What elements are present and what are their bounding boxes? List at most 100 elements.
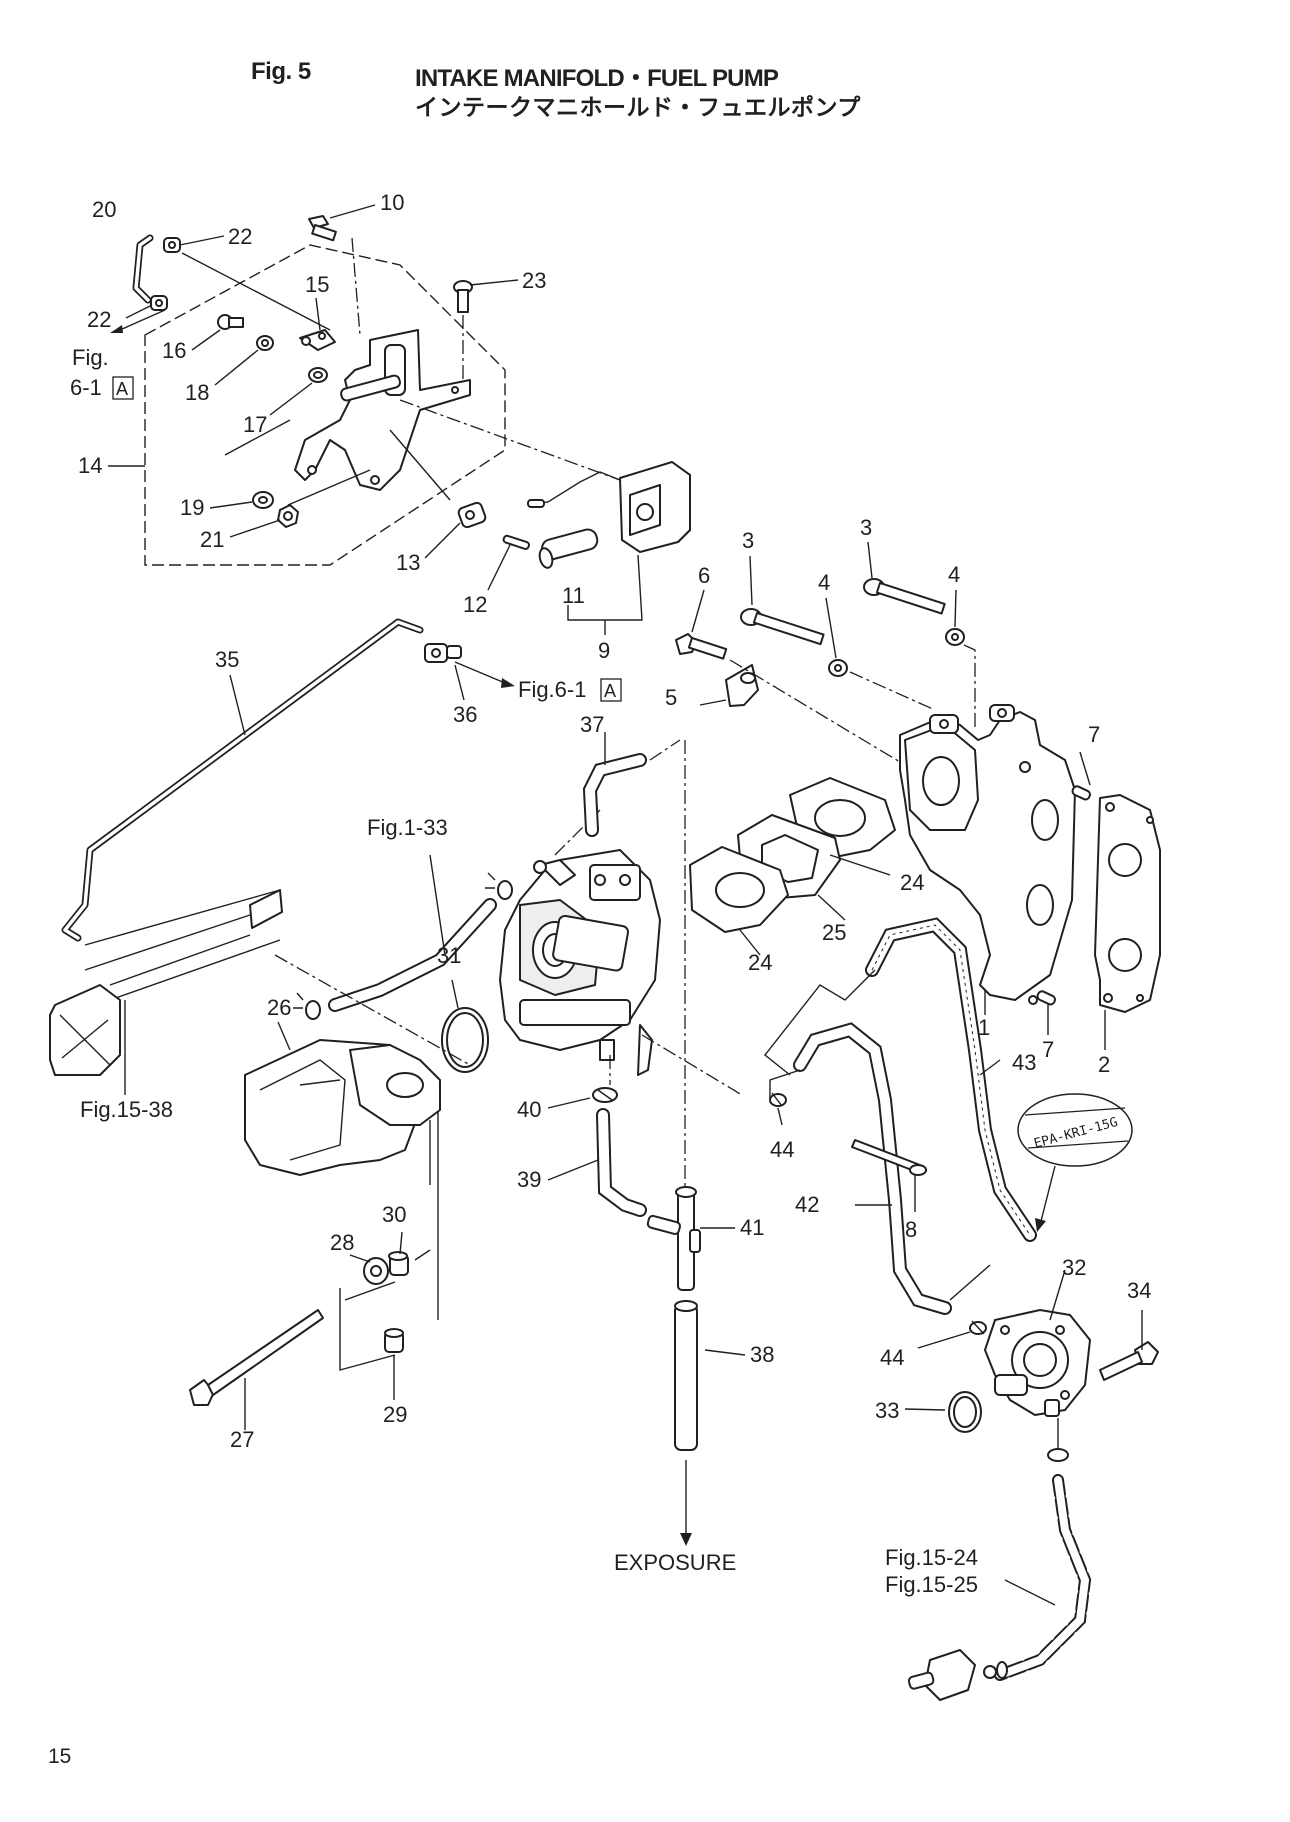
ref-fig-6-1-mid: Fig.6-1 [518,677,586,702]
gasket-2 [1094,794,1161,1013]
bolt-11 [308,215,337,242]
callout-2: 2 [1098,1052,1110,1077]
callout-44-upper: 44 [770,1137,794,1162]
dowel-pin-7-upper [1071,785,1091,801]
callout-19: 19 [180,495,204,520]
callout-28: 28 [330,1230,354,1255]
pin-12 [502,534,530,550]
collar-30 [388,1251,409,1276]
ref-fig-6-1-mid-box: A [604,681,616,701]
subassembly-14-boundary [144,244,506,566]
callout-21: 20 [92,197,116,222]
figure-references: Fig. 6-1 A Fig.6-1 A Fig.1-33 Fig.15-38 … [70,345,978,1597]
carburetor [499,849,661,1076]
bolt-6 [675,633,728,660]
grommet-28 [363,1257,389,1285]
lever-15 [299,329,336,351]
fuel-connector [907,1649,1008,1701]
callout-6: 6 [698,563,710,588]
fig-15-38-linkage [49,889,283,1076]
callout-35: 38 [750,1342,774,1367]
callout-38: 41 [740,1215,764,1240]
callout-13: 13 [396,550,420,575]
page-number: 15 [48,1745,72,1768]
callout-42: 42 [795,1192,819,1217]
clamp-5 [725,664,759,707]
o-ring-40 [948,1391,982,1433]
callout-31: 31 [437,943,461,968]
callout-34: 37 [580,712,604,737]
ref-fig-6-1-upper-line1: Fig. [72,345,109,370]
callout-5: 5 [665,685,677,710]
plunger-10 [538,528,599,569]
clamp-44-lower [969,1320,987,1335]
bracket-plate [294,329,471,491]
ref-exposure: EXPOSURE [614,1550,736,1575]
callout-27: 27 [230,1427,254,1452]
callout-4-right: 4 [948,562,960,587]
rod-32 [61,618,424,942]
fuel-hose-42 [793,1022,952,1315]
ref-fig-1-33: Fig.1-33 [367,815,448,840]
callout-20: 21 [200,527,224,552]
callout-30: 30 [382,1202,406,1227]
washer-19 [252,491,274,509]
clamp-37 [592,1087,618,1103]
gasket-24-lower [689,846,789,933]
nut-20 [277,504,299,528]
callout-3-right: 3 [860,515,872,540]
bolt-3-left [740,608,825,646]
ball-joint-33 [424,643,462,663]
callout-32: 35 [215,647,239,672]
callout-40: 33 [875,1398,899,1423]
tee-fitting-38 [646,1186,701,1291]
clip-22-upper [163,237,181,253]
callout-17: 17 [243,412,267,437]
callout-9: 9 [598,638,610,663]
ref-fig-15-25: Fig.15-25 [885,1572,978,1597]
callout-36: 39 [517,1167,541,1192]
clamp-outlet [1047,1448,1069,1462]
intake-silencer-26 [244,1039,441,1176]
collar-29 [384,1328,404,1353]
callout-1: 1 [978,1015,990,1040]
callout-37: 40 [517,1097,541,1122]
bolt-3-right [863,578,946,615]
callout-16: 16 [162,338,186,363]
callout-11: 10 [380,190,404,215]
bolt-27 [189,1309,324,1406]
ref-fig-6-1-upper-line2: 6-1 [70,375,102,400]
callout-26: 26 [267,995,291,1020]
figure-number: Fig. 5 [251,58,311,85]
callout-22-upper: 22 [228,224,252,249]
callout-14: 14 [78,453,102,478]
ref-fig-6-1-upper-box: A [116,379,128,399]
intake-manifold-1 [899,704,1076,1005]
title-english: INTAKE MANIFOLD・FUEL PUMP [415,65,779,92]
callout-33: 36 [453,702,477,727]
fuel-pump-39 [984,1309,1091,1417]
clamp-44-upper [769,1092,787,1107]
washer-18 [256,335,274,351]
callout-29: 29 [383,1402,407,1427]
ref-fig-15-24: Fig.15-24 [885,1545,978,1570]
callout-23: 23 [522,268,546,293]
callout-24-upper: 24 [900,870,924,895]
bolt-41 [1099,1341,1159,1381]
washer-4-right [945,628,965,646]
part-callouts: 20 22 22 10 23 15 16 18 17 14 19 21 13 1… [78,190,1151,1452]
fuel-hose-outlet [994,1474,1092,1681]
ref-fig-15-38: Fig.15-38 [80,1097,173,1122]
solenoid-9 [527,461,691,553]
callout-44-lower: 44 [880,1345,904,1370]
callout-22-lower: 22 [87,307,111,332]
washer-17 [308,367,328,383]
pipe-35 [674,1300,698,1451]
callout-8: 8 [905,1217,917,1242]
washer-4-left [828,659,848,677]
callout-43: 43 [1012,1050,1036,1075]
callout-18: 18 [185,380,209,405]
fig-1-33-hose [328,898,497,1012]
callout-3-left: 3 [742,528,754,553]
